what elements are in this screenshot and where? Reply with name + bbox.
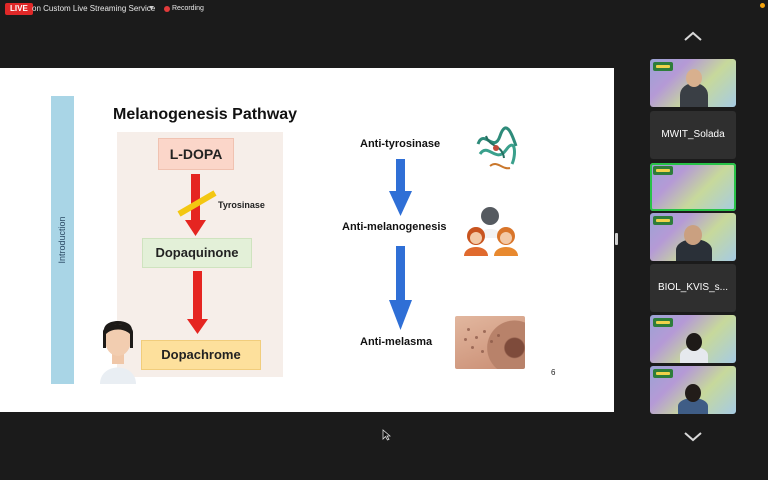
recording-icon	[164, 6, 170, 12]
slide-page-number: 6	[551, 368, 556, 377]
protein-structure-icon	[476, 126, 518, 170]
pathway-step-dopaquinone: Dopaquinone	[142, 238, 252, 268]
effect-arrow-2	[389, 246, 412, 330]
participant-tile-video[interactable]	[650, 315, 736, 363]
pathway-step-dopachrome: Dopachrome	[141, 340, 261, 370]
effect-anti-tyrosinase: Anti-tyrosinase	[360, 138, 441, 150]
school-logo-icon	[653, 166, 673, 175]
pathway-step-ldopa: L-DOPA	[158, 138, 234, 170]
recording-label: Recording	[172, 5, 204, 12]
participant-face	[686, 333, 702, 351]
effect-arrow-1	[389, 159, 412, 216]
effect-anti-melasma: Anti-melasma	[360, 336, 433, 348]
participant-person	[680, 83, 708, 107]
school-logo-icon	[653, 369, 673, 378]
chevron-down-icon[interactable]	[683, 430, 703, 444]
school-logo-icon	[653, 62, 673, 71]
people-icon	[464, 207, 518, 256]
school-logo-icon	[653, 318, 673, 327]
pathway-arrows	[177, 159, 412, 334]
slide-title: Melanogenesis Pathway	[113, 106, 298, 123]
section-sidebar	[51, 96, 74, 384]
participant-name: MWIT_Solada	[661, 129, 725, 140]
meeting-top-bar: LIVE on Custom Live Streaming Service ▼ …	[0, 0, 768, 18]
participant-tile-name[interactable]: MWIT_Solada	[650, 111, 736, 159]
participant-tile-video[interactable]	[650, 59, 736, 107]
pathway-arrow-2	[187, 271, 208, 334]
presenter-video-overlay	[100, 321, 136, 384]
participant-tile-name[interactable]: BIOL_KVIS_s...	[650, 264, 736, 312]
melasma-skin-photo	[455, 316, 525, 369]
stream-service-label[interactable]: on Custom Live Streaming Service	[32, 4, 156, 13]
pathway-arrow-1	[185, 174, 206, 236]
participant-face	[684, 225, 702, 245]
effect-anti-melanogenesis: Anti-melanogenesis	[342, 221, 447, 233]
status-indicator-dot	[760, 3, 765, 8]
inhibitor-bar	[177, 190, 217, 217]
chevron-down-icon[interactable]: ▼	[148, 5, 155, 12]
chevron-up-icon[interactable]	[683, 29, 703, 43]
enzyme-label: Tyrosinase	[218, 200, 265, 210]
participant-name: BIOL_KVIS_s...	[657, 282, 729, 293]
participant-person	[676, 239, 712, 261]
participant-face	[685, 384, 701, 402]
school-logo-icon	[653, 216, 673, 225]
participant-person	[678, 398, 708, 414]
shared-slide: Introduction Melanogenesis Pathway L-DOP…	[0, 68, 614, 412]
cursor-icon	[382, 429, 391, 441]
participant-tile-video[interactable]	[650, 213, 736, 261]
participant-tile-video[interactable]	[650, 366, 736, 414]
participant-person	[680, 347, 708, 363]
participant-face	[686, 69, 702, 87]
live-badge[interactable]: LIVE	[5, 3, 33, 15]
gallery-resize-handle[interactable]	[615, 233, 618, 245]
participant-tile-active-speaker[interactable]	[650, 163, 736, 211]
